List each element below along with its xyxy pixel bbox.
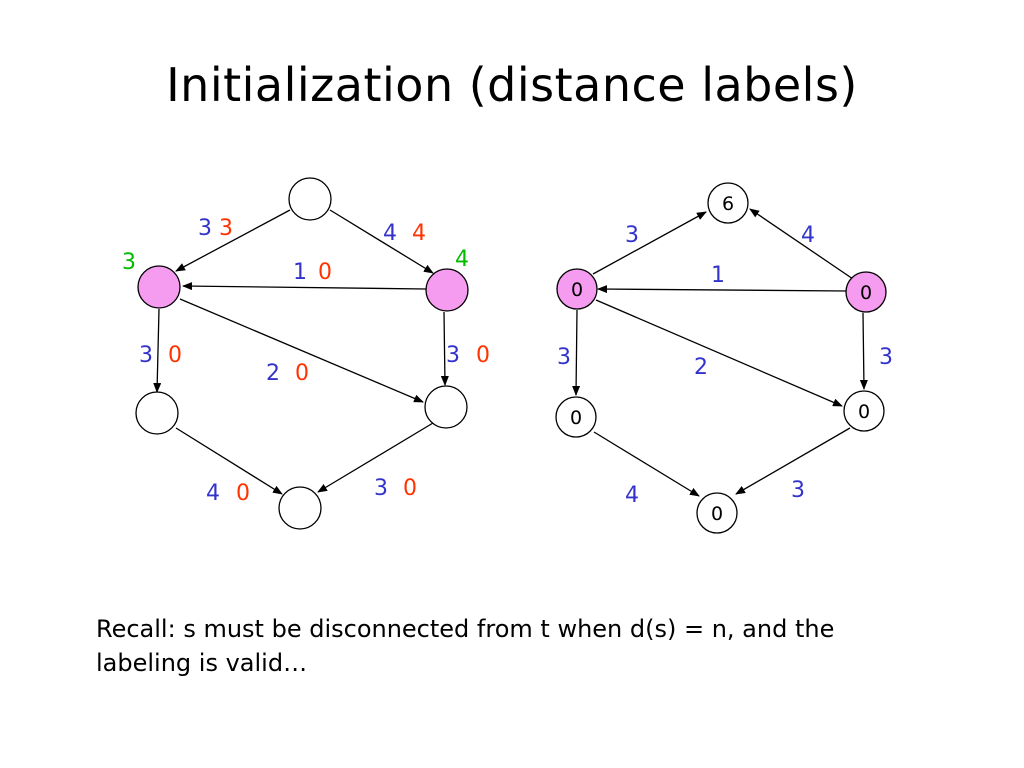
left-capacity-s-b: 4: [383, 221, 397, 246]
left-graph: 3 4 3 3 4 4 1 0 3 0 2 0 3 0 4 0 3 0: [122, 177, 490, 530]
caption-text: Recall: s must be disconnected from t wh…: [96, 615, 835, 677]
right-capacity-d-t: 3: [791, 478, 805, 503]
left-capacity-a-c: 3: [139, 343, 153, 368]
right-node-label-s: 6: [722, 193, 734, 215]
left-node-s: [288, 177, 332, 221]
right-node-s: [707, 182, 749, 224]
right-edge-a-s: [592, 211, 707, 275]
right-node-a: [556, 268, 598, 310]
left-node-a: [137, 265, 181, 309]
left-flow-b-a: 0: [318, 260, 332, 285]
left-node-d: [424, 385, 468, 429]
left-edge-c-t: [175, 427, 283, 495]
right-node-label-c: 0: [570, 407, 582, 429]
left-edge-b-a: [182, 282, 427, 291]
left-flow-a-c: 0: [168, 343, 182, 368]
right-edge-b-d: [859, 312, 868, 390]
left-distance-label-b: 4: [455, 247, 469, 272]
left-distance-label-a: 3: [122, 250, 136, 275]
right-node-label-a: 0: [571, 279, 583, 301]
right-node-b: [845, 271, 887, 313]
left-flow-s-b: 4: [412, 221, 426, 246]
right-node-d: [843, 390, 885, 432]
left-edge-s-a: [175, 209, 291, 272]
left-edge-d-t: [317, 422, 434, 493]
right-node-label-t: 0: [711, 503, 723, 525]
left-capacity-a-d: 2: [266, 361, 280, 386]
right-capacity-b-a: 1: [711, 263, 725, 288]
right-edge-c-t: [593, 431, 700, 497]
right-capacity-a-s: 3: [625, 223, 639, 248]
right-node-c: [555, 396, 597, 438]
left-capacity-s-a: 3: [198, 216, 212, 241]
right-capacity-a-d: 2: [694, 355, 708, 380]
left-node-c: [135, 391, 179, 435]
right-capacity-a-c: 3: [557, 345, 571, 370]
left-flow-c-t: 0: [236, 481, 250, 506]
right-node-t: [696, 492, 738, 534]
left-node-b: [425, 268, 469, 312]
right-graph: 6 0 0 0 0 0 3 4 1 3 2 3 4 3: [555, 182, 893, 534]
left-edge-a-d: [179, 298, 424, 403]
left-capacity-c-t: 4: [206, 481, 220, 506]
right-edge-b-a: [597, 285, 847, 294]
right-capacity-b-d: 3: [879, 345, 893, 370]
right-capacity-b-s: 4: [801, 223, 815, 248]
left-edge-a-c: [153, 308, 162, 393]
slide-title: Initialization (distance labels): [166, 58, 858, 112]
left-flow-s-a: 3: [219, 216, 233, 241]
left-edge-b-d: [440, 311, 449, 386]
left-flow-a-d: 0: [295, 361, 309, 386]
left-capacity-b-d: 3: [446, 343, 460, 368]
right-edge-a-c: [572, 309, 581, 396]
right-node-label-d: 0: [858, 401, 870, 423]
left-edge-s-b: [329, 209, 434, 274]
left-capacity-d-t: 3: [374, 476, 388, 501]
right-edge-b-s: [749, 208, 854, 280]
right-capacity-c-t: 4: [625, 483, 639, 508]
left-capacity-b-a: 1: [293, 260, 307, 285]
left-flow-b-d: 0: [476, 343, 490, 368]
right-node-label-b: 0: [860, 282, 872, 304]
left-node-t: [278, 486, 322, 530]
right-edge-a-d: [595, 299, 843, 407]
right-edge-d-t: [735, 427, 851, 495]
left-flow-d-t: 0: [403, 476, 417, 501]
